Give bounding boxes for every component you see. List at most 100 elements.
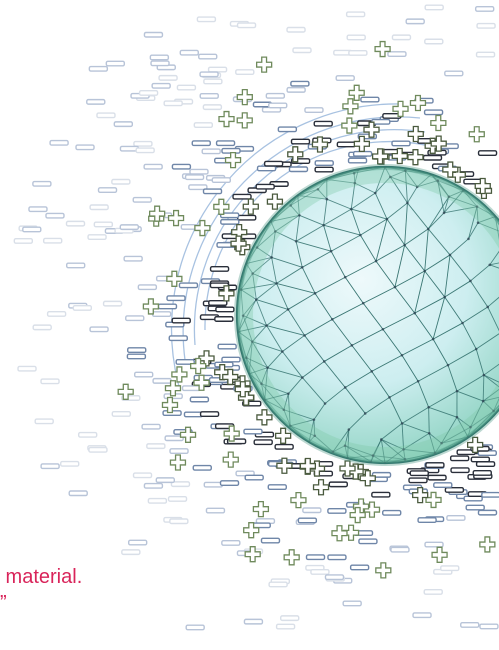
minus-ion [32,324,52,331]
minus-ion [217,343,237,350]
minus-ion [219,480,240,487]
plus-ion [341,117,358,134]
minus-ion [265,92,286,99]
minus-ion [425,462,445,469]
plus-ion [169,454,187,471]
minus-ion [349,564,370,571]
minus-ion [72,304,93,311]
minus-ion [143,482,164,489]
plus-ion [142,298,160,315]
minus-ion [184,174,205,181]
minus-ion [305,554,326,561]
minus-ion [143,163,163,170]
minus-ion [32,180,52,187]
minus-ion [17,365,37,372]
minus-ion [237,214,257,221]
minus-ion [424,38,444,45]
minus-ion [97,187,118,193]
minus-ion [93,221,114,228]
minus-ion [119,224,140,231]
minus-ion [423,109,444,116]
minus-ion [324,574,345,581]
minus-ion [267,484,287,490]
minus-ion [202,104,223,111]
minus-ion [123,255,143,262]
minus-ion [253,439,273,446]
plus-ion [431,546,448,563]
minus-ion [40,463,60,470]
plus-ion [363,121,380,138]
plus-ion [222,368,239,386]
plus-ion [230,235,247,252]
minus-ion [192,464,212,471]
plus-ion [223,425,240,442]
minus-ion [391,140,411,147]
plus-ion [171,366,188,383]
plus-ion [409,94,427,112]
plus-ion [375,562,392,579]
ion-field [13,4,499,631]
minus-ion [102,300,123,307]
plus-ion [222,451,239,468]
minus-ion [147,497,168,504]
plus-ion [391,147,408,165]
minus-ion [60,460,80,467]
plus-ion [466,436,484,454]
minus-ion [49,139,69,146]
minus-ion [263,160,284,167]
minus-ion [65,220,86,227]
minus-ion [477,509,498,516]
minus-ion [290,80,310,87]
minus-ion [125,315,145,322]
minus-ion [209,265,230,272]
minus-ion [427,474,447,481]
minus-ion [423,588,443,595]
minus-ion [352,150,373,157]
plus-ion [167,209,185,227]
minus-ion [191,140,211,147]
minus-ion [199,92,219,99]
minus-ion [424,541,444,548]
minus-ion [288,166,309,173]
minus-ion [111,410,131,417]
minus-ion [327,554,347,561]
minus-ion [111,178,131,185]
minus-ion [256,165,277,172]
minus-ion [472,470,492,476]
minus-ion [137,284,158,291]
minus-ion [46,311,67,317]
minus-ion [280,615,300,622]
minus-ion [260,537,281,544]
minus-ion [169,518,189,525]
minus-ion [221,356,241,363]
minus-ion [475,51,496,58]
minus-ion [170,481,191,488]
minus-ion [221,539,241,546]
minus-ion [152,377,172,384]
plus-ion [349,506,366,524]
minus-ion [220,218,240,225]
plus-ion [474,177,491,195]
minus-ion [181,385,202,392]
minus-ion [189,168,209,175]
minus-ion [358,538,378,545]
minus-ion [290,138,311,145]
minus-ion [146,443,166,450]
minus-ion [475,461,496,468]
minus-ion [207,66,228,73]
plus-ion [242,198,259,215]
minus-ion [219,212,240,219]
minus-ion [127,539,148,546]
minus-ion [232,193,252,200]
minus-ion [345,11,366,18]
plus-ion [299,457,317,475]
minus-ion [13,237,34,244]
minus-ion [133,140,153,147]
plus-ion [234,381,251,398]
minus-ion [203,481,223,488]
minus-ion [88,446,108,453]
minus-ion [28,206,48,213]
minus-ion [405,18,425,25]
minus-ion [215,140,236,147]
minus-ion [164,435,184,442]
